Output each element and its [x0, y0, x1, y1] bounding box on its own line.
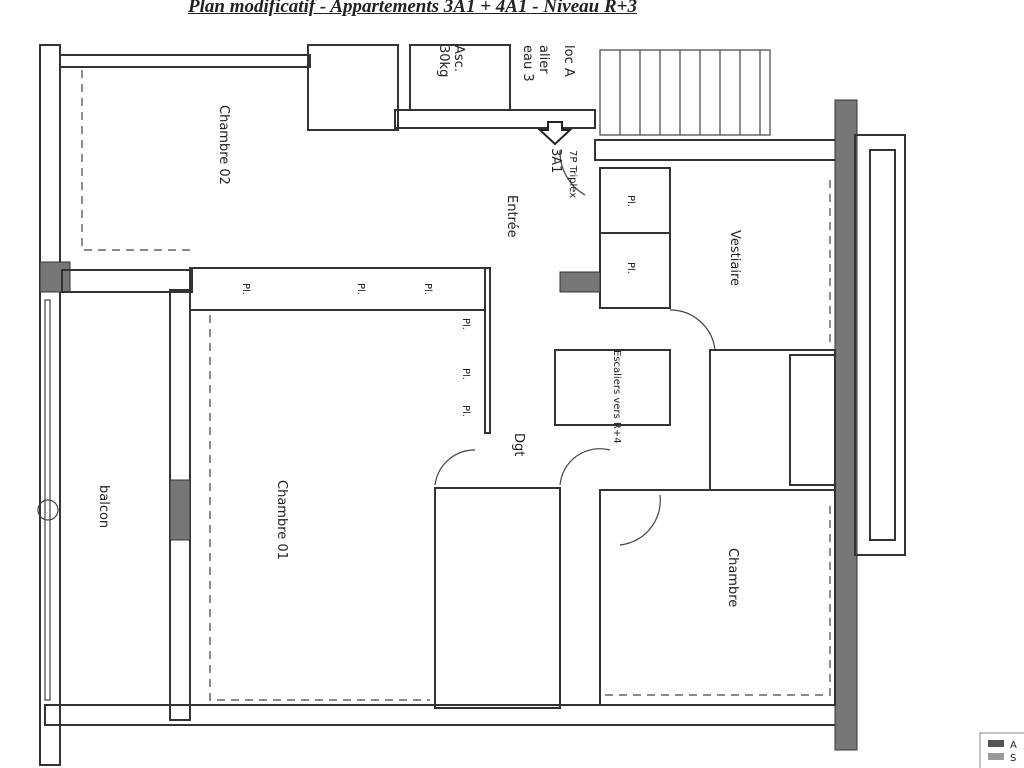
room-label-balcon: balcon: [96, 485, 111, 528]
legend: A S: [979, 732, 1024, 768]
door-swing: [434, 449, 476, 486]
palier-label-2: eau 3: [520, 45, 535, 82]
stair-label: Escaliers vers R+4: [611, 350, 622, 444]
placard-label: Pl.: [460, 368, 471, 380]
legend-item: S: [1010, 753, 1016, 764]
placard-label: Pl.: [240, 283, 251, 295]
placard-label: Pl.: [625, 195, 636, 207]
door-swing: [619, 494, 661, 546]
room-label-dgt: Dgt: [511, 433, 526, 456]
placard-label: Pl.: [625, 262, 636, 274]
dashed-outline: [209, 315, 430, 701]
staircase: [599, 49, 771, 136]
room-label-chambre: Chambre: [725, 548, 740, 607]
plan-title: Plan modificatif - Appartements 3A1 + 4A…: [188, 0, 637, 17]
placard-label: Pl.: [422, 283, 433, 295]
room-label-chambre-01: Chambre 01: [274, 480, 289, 560]
room-label-vestiaire: Vestiaire: [727, 230, 742, 286]
lift-load: 30kg: [436, 45, 451, 77]
door-swing: [669, 309, 716, 351]
apartment-type: 7P Triplex: [567, 150, 578, 198]
palier-label: alier: [536, 45, 551, 74]
door-swing: [559, 149, 586, 196]
walls: [39, 44, 906, 766]
entrance-arrow-icon: [537, 121, 573, 146]
dashed-outline: [81, 70, 195, 251]
room-label-chambre-02: Chambre 02: [216, 105, 231, 185]
balcony-post: [37, 499, 59, 521]
door-swing: [559, 448, 611, 486]
legend-item: A: [1010, 740, 1017, 751]
placard-label: Pl.: [355, 283, 366, 295]
room-label-entree: Entrée: [504, 195, 519, 238]
dashed-outline: [605, 500, 831, 696]
apartment-id: 3A1: [548, 148, 563, 173]
placard-label: Pl.: [460, 405, 471, 417]
bloc-label: loc A: [561, 45, 576, 77]
lift-label: Asc.: [451, 45, 466, 72]
placard-label: Pl.: [460, 318, 471, 330]
